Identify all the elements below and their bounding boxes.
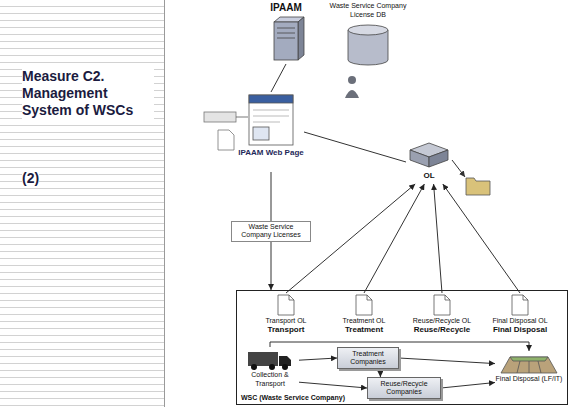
node-label: Final Disposal OL: [492, 316, 547, 325]
node-label: Transport OL: [266, 316, 307, 325]
truck-icon: [248, 352, 291, 370]
node-label: Treatment OL: [343, 316, 386, 325]
connector: [441, 383, 495, 389]
server-node: IPAAM: [256, 2, 316, 64]
node-caption: Treatment: [345, 325, 383, 335]
node-caption: Reuse/Recycle: [414, 325, 470, 335]
document-node: Final Disposal OLFinal Disposal: [485, 293, 555, 339]
node-caption: Transport: [268, 325, 305, 335]
web-page-icon: [249, 95, 293, 145]
edge-label: Waste Service Company Licenses: [231, 221, 311, 242]
part-number: (2): [22, 170, 39, 187]
slide-title: Measure C2. Management System of WSCs: [22, 68, 154, 119]
connector: [364, 184, 424, 293]
node-caption: Final Disposal: [493, 325, 547, 335]
router-node: OL: [406, 140, 452, 184]
connector: [304, 132, 406, 162]
node-label: Collection & Transport: [241, 371, 299, 388]
web-page-node: IPAAM Web Page: [238, 92, 304, 172]
landfill-icon: [501, 357, 557, 373]
connector: [399, 358, 495, 364]
node-label: Reuse/Recycle Companies: [370, 380, 438, 397]
node-label: WSC (Waste Service Company): [241, 394, 345, 402]
document-icons: [278, 295, 528, 315]
node-label: Waste Service Company License DB: [322, 2, 414, 19]
router-icon: [410, 143, 448, 167]
document-node: Reuse/Recycle OLReuse/Recycle: [407, 293, 477, 339]
connector: [271, 64, 286, 92]
truck-node: Collection & Transport: [241, 347, 299, 391]
lined-panel: [0, 0, 165, 407]
folder-icon: [466, 178, 490, 195]
database-node: Waste Service Company License DB: [322, 2, 414, 72]
connector: [380, 369, 381, 377]
connector: [299, 382, 367, 388]
node-label: Treatment Companies: [340, 350, 396, 367]
form-tag: [204, 112, 248, 150]
archive-arrow: [452, 160, 465, 177]
server-icon: [274, 17, 304, 60]
node-label: Reuse/Recycle OL: [413, 316, 471, 325]
connector: [270, 342, 529, 351]
connector: [299, 358, 337, 360]
node-label: Final Disposal (LF/IT): [496, 375, 563, 384]
document-node: Treatment OLTreatment: [329, 293, 399, 339]
company-frame: WSC (Waste Service Company)Transport OLT…: [236, 290, 568, 405]
person-icon: [345, 76, 359, 98]
landfill-node: Final Disposal (LF/IT): [495, 351, 563, 393]
company-box: Reuse/Recycle Companies: [367, 377, 441, 399]
document-node: Transport OLTransport: [251, 293, 321, 339]
connector: [434, 184, 442, 293]
node-label: OL: [423, 171, 434, 181]
database-icon: [348, 25, 388, 65]
company-box: Treatment Companies: [337, 347, 399, 369]
node-label: IPAAM Web Page: [238, 148, 304, 158]
connector: [443, 184, 520, 293]
node-label: IPAAM: [270, 2, 301, 14]
